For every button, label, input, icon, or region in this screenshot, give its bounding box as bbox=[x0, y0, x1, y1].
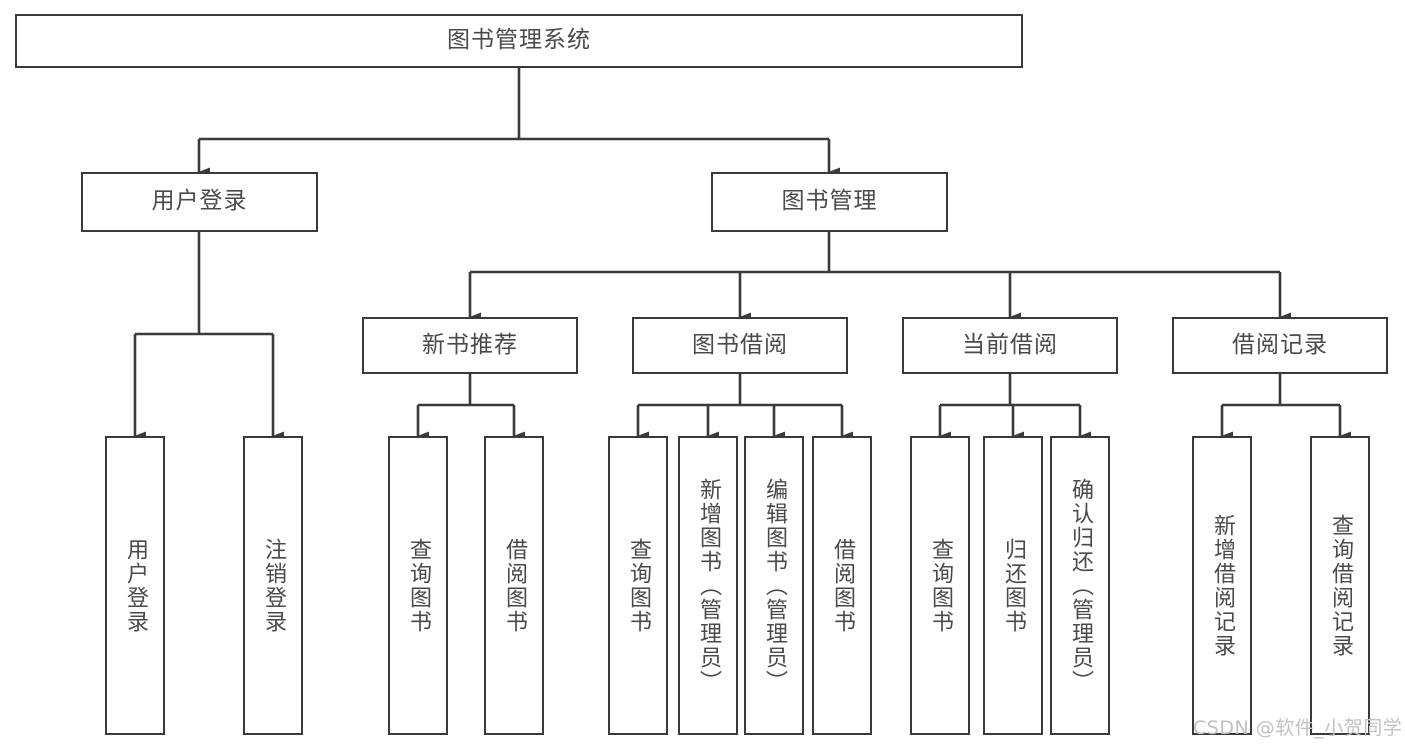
node-label: 借阅图书 bbox=[830, 537, 855, 634]
node-label: 借阅图书 bbox=[502, 537, 527, 634]
node-book-borrow[interactable]: 图书借阅 bbox=[632, 317, 848, 374]
node-leaf-add-record[interactable]: 新增借阅记录 bbox=[1192, 436, 1252, 735]
node-leaf-confirm-return[interactable]: 确认归还（管理员） bbox=[1050, 436, 1110, 735]
node-label: 查询借阅记录 bbox=[1328, 513, 1353, 658]
node-label: 新增借阅记录 bbox=[1210, 513, 1235, 658]
node-leaf-query-record[interactable]: 查询借阅记录 bbox=[1310, 436, 1370, 735]
node-root-图书管理系统[interactable]: 图书管理系统 bbox=[15, 14, 1023, 68]
node-label: 查询图书 bbox=[928, 537, 953, 634]
node-label: 编辑图书（管理员） bbox=[762, 477, 787, 694]
node-leaf-edit-book[interactable]: 编辑图书（管理员） bbox=[744, 436, 804, 735]
node-leaf-logout-login[interactable]: 注销登录 bbox=[243, 436, 303, 735]
node-leaf-query-book-2[interactable]: 查询图书 bbox=[608, 436, 668, 735]
node-label: 图书管理 bbox=[781, 188, 878, 215]
node-book-manage[interactable]: 图书管理 bbox=[711, 172, 948, 232]
node-new-book-recommend[interactable]: 新书推荐 bbox=[362, 317, 578, 374]
node-user-login[interactable]: 用户登录 bbox=[81, 172, 318, 232]
node-leaf-add-book[interactable]: 新增图书（管理员） bbox=[678, 436, 738, 735]
node-label: 用户登录 bbox=[151, 188, 248, 215]
node-label: 新书推荐 bbox=[422, 331, 518, 358]
node-current-borrow[interactable]: 当前借阅 bbox=[902, 317, 1118, 374]
node-leaf-query-book-1[interactable]: 查询图书 bbox=[388, 436, 448, 735]
node-label: 新增图书（管理员） bbox=[696, 477, 721, 694]
node-label: 图书借阅 bbox=[692, 331, 788, 358]
node-label: 归还图书 bbox=[1001, 537, 1026, 634]
node-leaf-return-book[interactable]: 归还图书 bbox=[983, 436, 1043, 735]
node-borrow-record[interactable]: 借阅记录 bbox=[1172, 317, 1388, 374]
node-leaf-query-book-3[interactable]: 查询图书 bbox=[910, 436, 970, 735]
node-label: 当前借阅 bbox=[962, 331, 1058, 358]
node-label: 注销登录 bbox=[261, 537, 286, 634]
node-leaf-borrow-book-1[interactable]: 借阅图书 bbox=[484, 436, 544, 735]
node-leaf-borrow-book-2[interactable]: 借阅图书 bbox=[812, 436, 872, 735]
edge-layer bbox=[133, 68, 1351, 441]
node-label: 借阅记录 bbox=[1232, 331, 1328, 358]
node-label: 查询图书 bbox=[406, 537, 431, 634]
node-label: 图书管理系统 bbox=[447, 27, 591, 54]
node-leaf-user-login[interactable]: 用户登录 bbox=[105, 436, 165, 735]
node-label: 确认归还（管理员） bbox=[1068, 477, 1093, 694]
node-label: 查询图书 bbox=[626, 537, 651, 634]
node-label: 用户登录 bbox=[123, 537, 148, 634]
